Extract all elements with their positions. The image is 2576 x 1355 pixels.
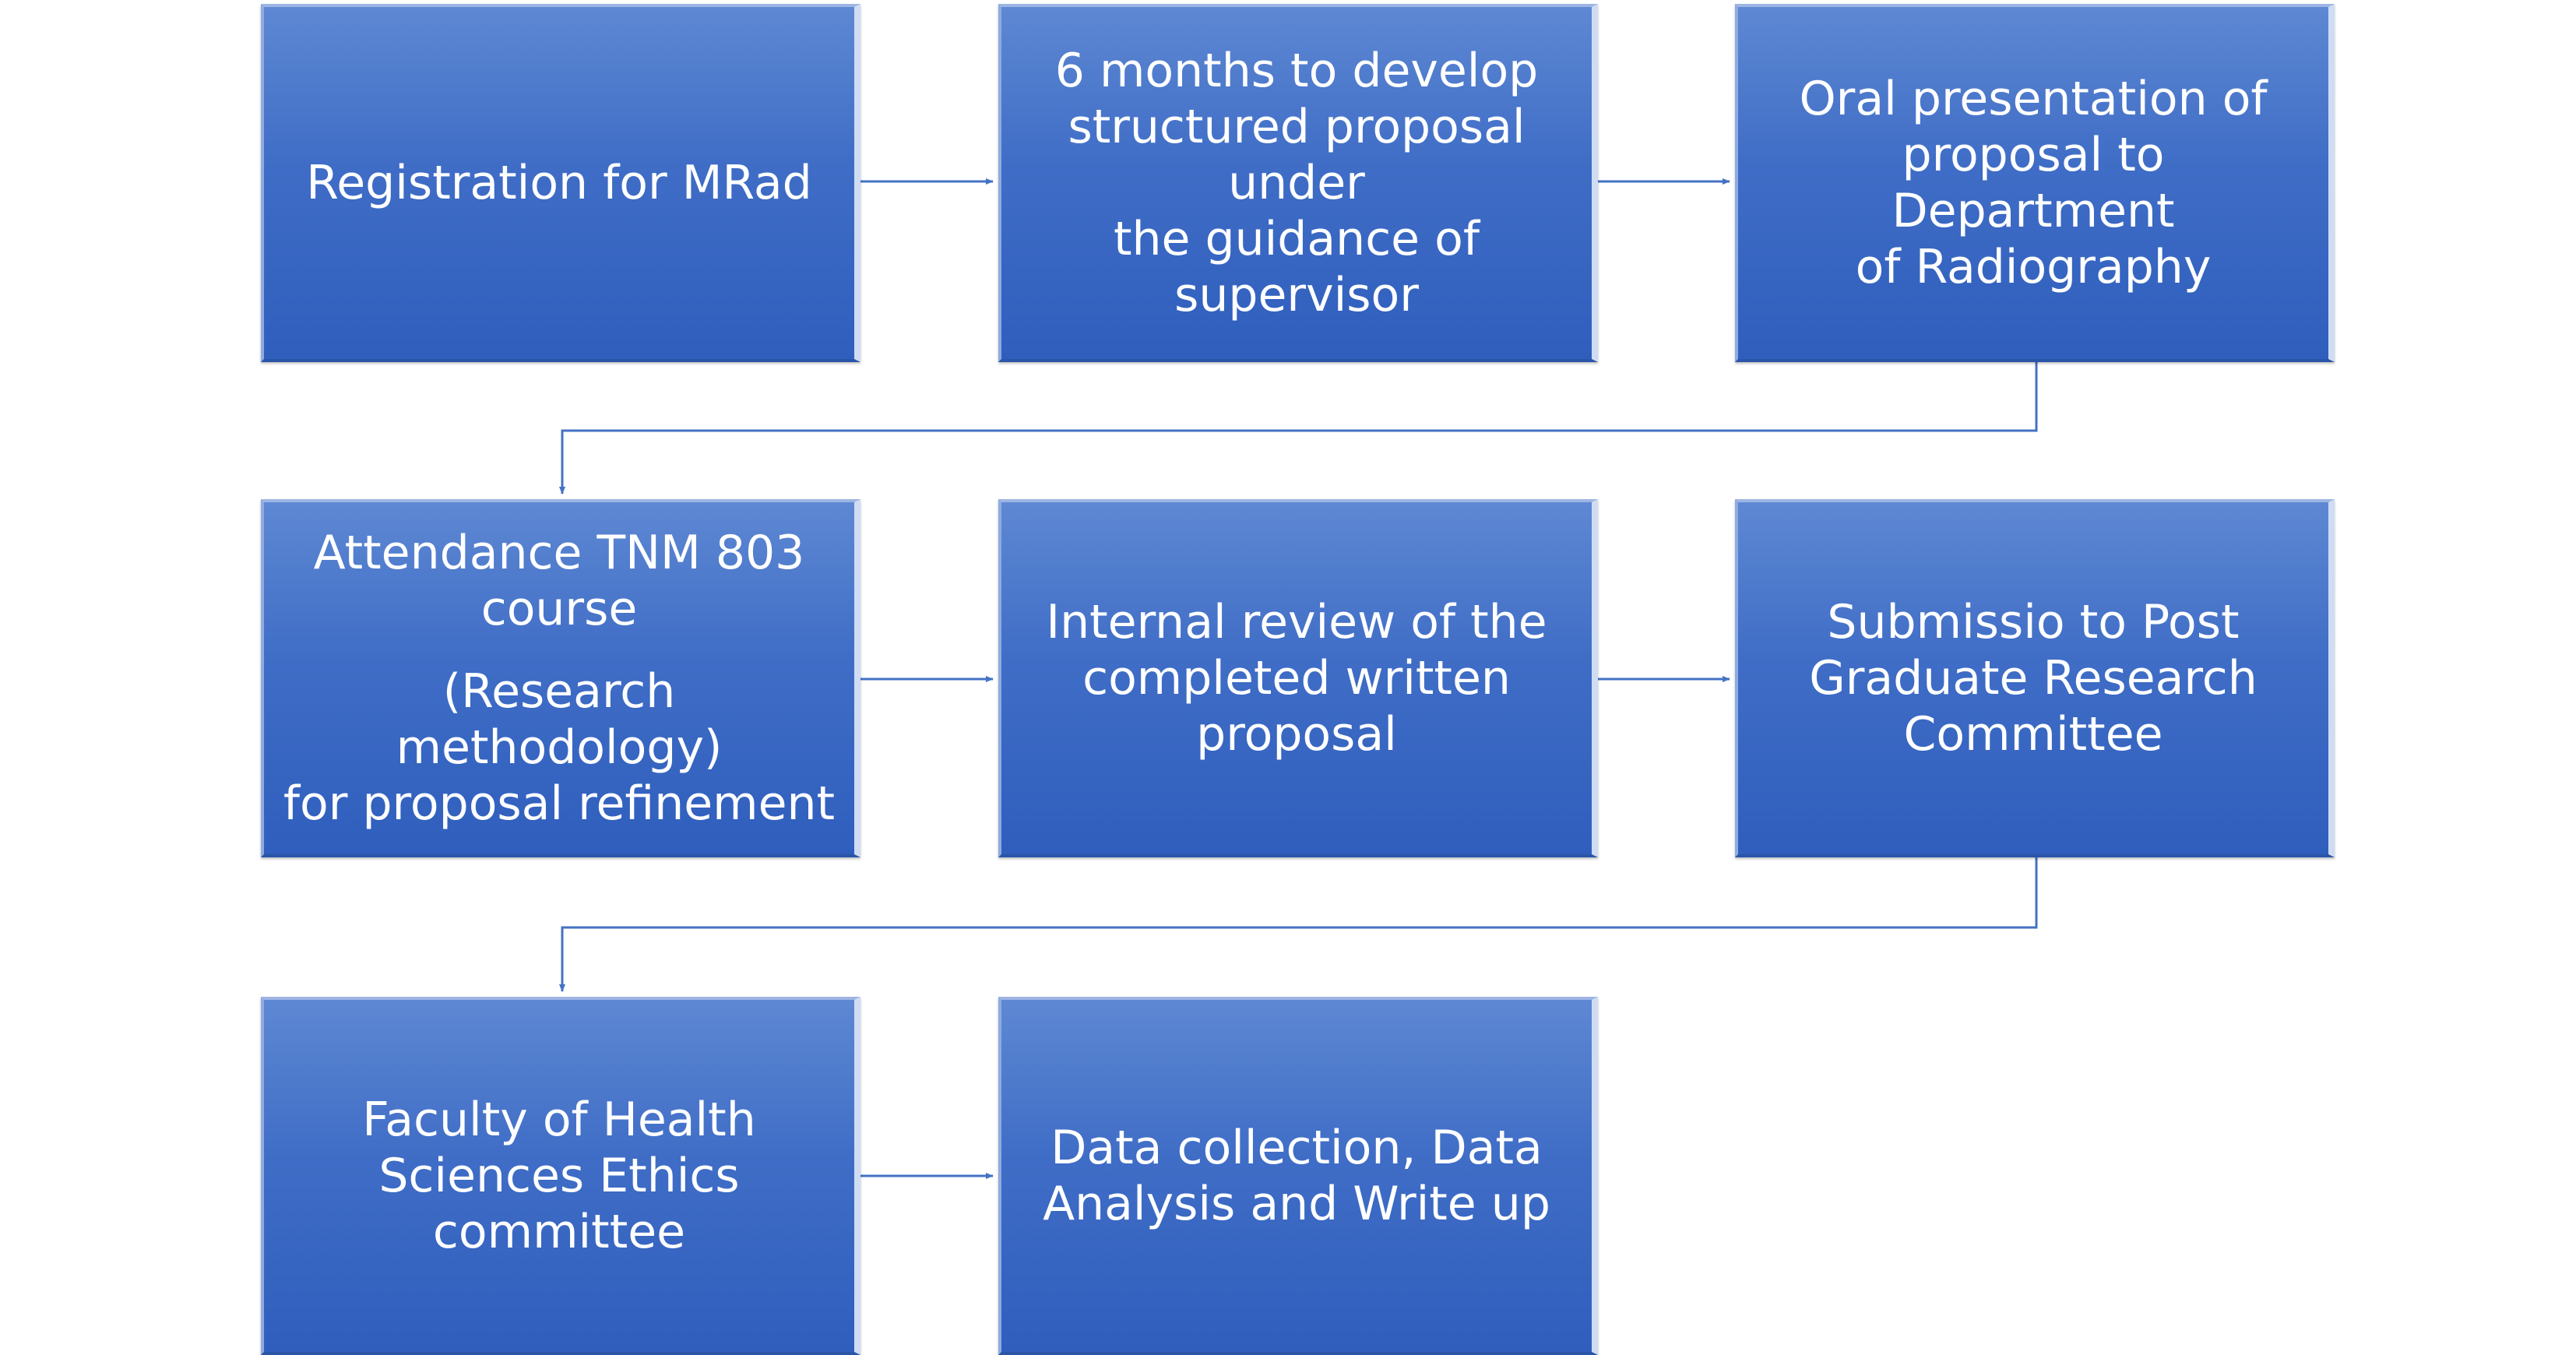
step-text: Attendance TNM 803 xyxy=(313,526,805,580)
step-text: the guidance of xyxy=(1113,212,1480,266)
step-text: Committee xyxy=(1903,707,2163,762)
step-text: Analysis and Write up xyxy=(1043,1177,1550,1231)
step-oral-presentation: Oral presentation of proposal to Departm… xyxy=(1735,4,2335,362)
step-text: Data collection, Data xyxy=(1050,1121,1543,1175)
step-text: proposal to Department xyxy=(1892,128,2175,238)
step-text: Oral presentation of xyxy=(1799,72,2268,126)
arrow-pgrc-to-ethics xyxy=(559,857,2038,992)
step-data-collection: Data collection, Data Analysis and Write… xyxy=(998,997,1598,1355)
step-text: committee xyxy=(432,1205,686,1259)
step-text: (Research methodology) xyxy=(396,664,723,775)
step-tnm-course: Attendance TNM 803 course (Research meth… xyxy=(261,499,860,857)
step-text: completed written xyxy=(1082,651,1511,706)
step-registration: Registration for MRad xyxy=(261,4,860,362)
step-text: structured proposal under xyxy=(1068,100,1526,210)
step-pgrc-submission: Submissio to Post Graduate Research Comm… xyxy=(1735,499,2335,857)
step-text: of Radiography xyxy=(1855,240,2212,294)
step-text: Graduate Research xyxy=(1809,651,2258,706)
arrow-oral-to-tnm xyxy=(559,362,2038,494)
step-internal-review: Internal review of the completed written… xyxy=(998,499,1598,857)
step-text: Registration for MRad xyxy=(306,156,812,210)
step-text: proposal xyxy=(1196,707,1397,762)
step-text: Faculty of Health xyxy=(362,1093,756,1147)
step-develop-proposal: 6 months to develop structured proposal … xyxy=(998,4,1598,362)
step-text: Submissio to Post xyxy=(1827,595,2240,649)
step-text: Internal review of the xyxy=(1046,595,1547,649)
step-text: for proposal refinement xyxy=(283,776,836,831)
step-text: supervisor xyxy=(1174,268,1419,322)
step-ethics-committee: Faculty of Health Sciences Ethics commit… xyxy=(261,997,860,1355)
step-text: Sciences Ethics xyxy=(378,1149,740,1203)
step-text: course xyxy=(480,582,638,636)
step-text: 6 months to develop xyxy=(1054,44,1539,98)
